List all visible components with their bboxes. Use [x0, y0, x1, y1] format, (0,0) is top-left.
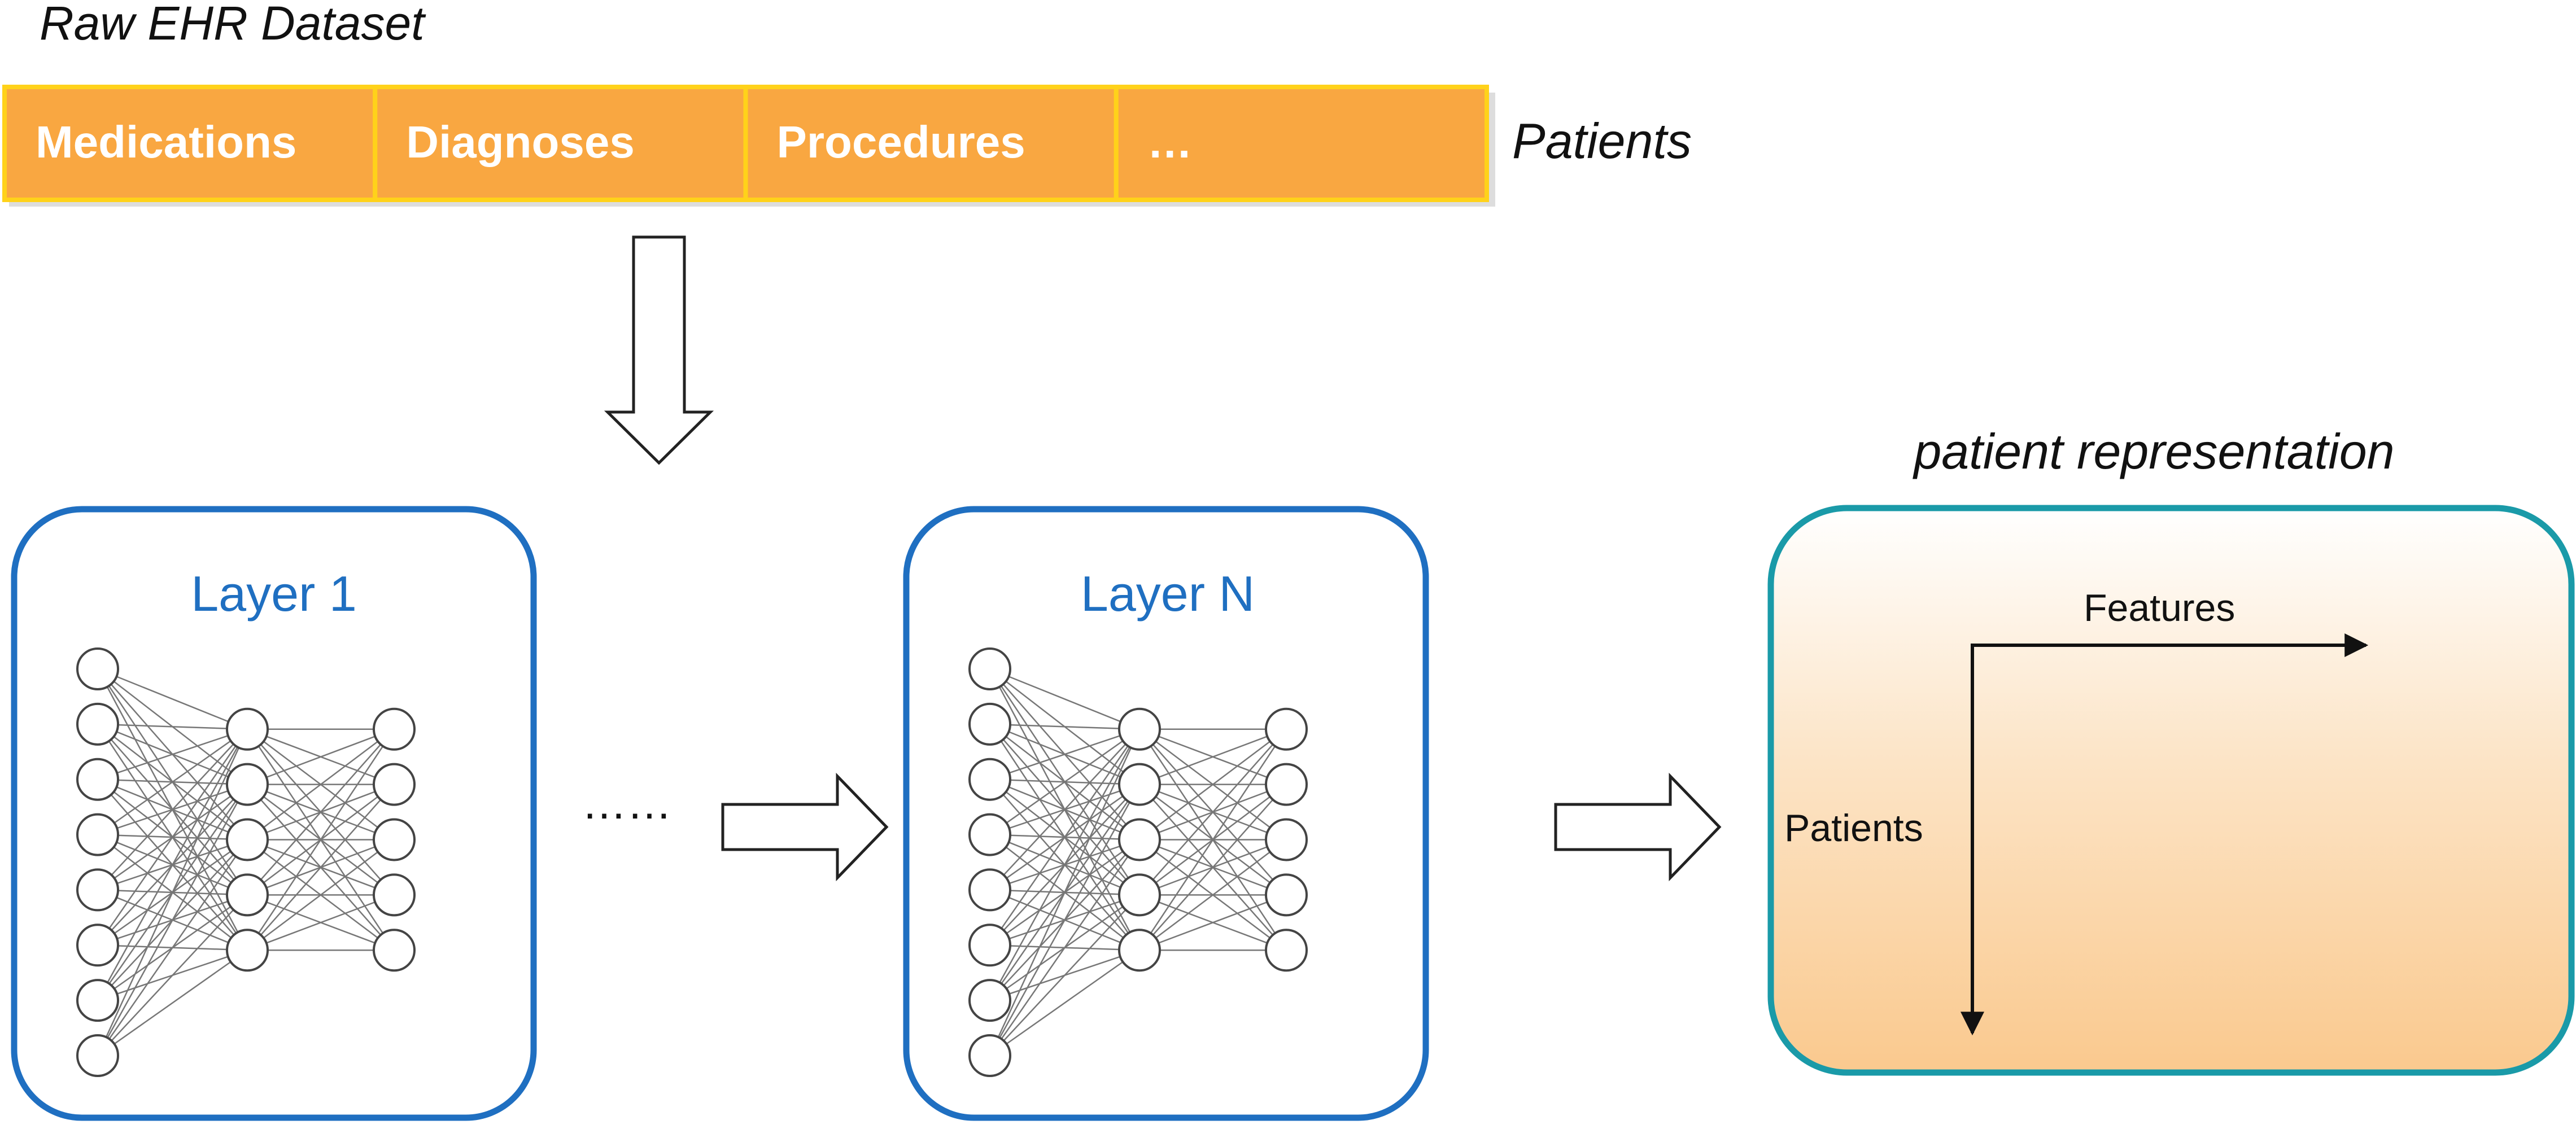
network-edge [97, 668, 248, 730]
network-node [1265, 873, 1308, 917]
network-node [1118, 929, 1161, 972]
network-edge [989, 784, 1141, 1056]
down-arrow [604, 235, 714, 465]
network-node [1118, 763, 1161, 806]
layer-box-1: Layer 1 [11, 506, 537, 1121]
dataset-column-cell [1114, 85, 1489, 202]
network-node [373, 929, 416, 972]
raw-dataset-rows-label: Patients [1512, 113, 1692, 169]
network-edge [1139, 839, 1287, 951]
dataset-column-label: … [1147, 117, 1193, 167]
network-node [76, 758, 119, 801]
network-edge [247, 728, 395, 841]
network-edge [1139, 728, 1287, 896]
network-edge [247, 839, 395, 951]
raw-dataset-title: Raw EHR Dataset [40, 0, 426, 50]
dataset-column-cell [743, 85, 1119, 202]
network-node [1118, 707, 1161, 751]
network-node [76, 813, 119, 856]
features-axis-label: Features [2084, 587, 2235, 629]
network-node [373, 763, 416, 806]
network-edge [246, 729, 395, 951]
network-edge [989, 723, 1140, 730]
network-node [1265, 707, 1308, 751]
network-node [76, 647, 119, 690]
network-edge [989, 949, 1140, 1057]
layer-title: Layer N [1081, 566, 1255, 622]
network-edge [989, 728, 1140, 891]
network-node [968, 647, 1011, 690]
network-node [76, 702, 119, 746]
network-edge [247, 728, 395, 785]
layers-ellipsis: …… [582, 778, 672, 828]
network-node [1265, 929, 1308, 972]
dataset-column-label: Medications [36, 117, 296, 167]
network-edge [989, 728, 1140, 835]
network-node [373, 707, 416, 751]
network-edge [989, 668, 1140, 730]
network-node [76, 924, 119, 967]
network-edge [247, 894, 395, 951]
network-node [76, 1034, 119, 1077]
network-node [968, 979, 1011, 1022]
network-edge [1139, 894, 1287, 951]
dataset-column-label: Procedures [777, 117, 1025, 167]
network-node [968, 702, 1011, 746]
network-node [968, 813, 1011, 856]
network-edge [989, 728, 1140, 780]
network-edge [97, 784, 248, 1056]
network-edge [247, 784, 395, 951]
layer-box-n: Layer N [903, 506, 1429, 1121]
network-node [226, 707, 269, 751]
neural-network [968, 647, 1308, 1077]
layer-title: Layer 1 [191, 566, 357, 622]
dataset-column-cell [2, 85, 378, 202]
raw-dataset-bar: Medications Diagnoses Procedures … [2, 85, 1495, 207]
network-node [373, 873, 416, 917]
network-node [968, 924, 1011, 967]
network-node [226, 818, 269, 861]
network-edge [1139, 728, 1287, 785]
network-edge [247, 728, 395, 896]
dataset-column-label: Diagnoses [406, 117, 635, 167]
network-edge [989, 729, 1141, 946]
network-edge [97, 894, 248, 1056]
network-edge [989, 839, 1141, 1056]
network-edge [989, 894, 1140, 1056]
network-node [226, 873, 269, 917]
network-node [76, 979, 119, 1022]
right-arrow-1 [721, 772, 889, 882]
network-edge [97, 729, 248, 1056]
network-edge [97, 729, 248, 1001]
network-node [226, 763, 269, 806]
network-node [968, 758, 1011, 801]
network-node [1265, 763, 1308, 806]
network-node [1265, 818, 1308, 861]
network-edge [97, 723, 248, 730]
network-edge [97, 839, 248, 1056]
neural-network [76, 647, 416, 1077]
network-node [373, 818, 416, 861]
network-node [968, 1034, 1011, 1077]
network-edge [989, 729, 1141, 1001]
dataset-column-cell [373, 85, 748, 202]
network-edge [1139, 784, 1287, 951]
network-edge [97, 729, 248, 946]
network-edge [97, 728, 248, 835]
right-arrow-2 [1554, 772, 1722, 882]
network-node [226, 929, 269, 972]
representation-title: patient representation [1912, 423, 2394, 479]
network-node [1118, 873, 1161, 917]
network-node [1118, 818, 1161, 861]
network-node [968, 868, 1011, 912]
network-edge [989, 729, 1141, 1056]
network-edge [1139, 728, 1287, 841]
network-edge [1138, 729, 1287, 951]
network-edge [97, 728, 248, 780]
patients-axis-label: Patients [1784, 807, 1923, 850]
network-node [76, 868, 119, 912]
network-edge [97, 728, 248, 891]
network-edge [97, 949, 248, 1057]
